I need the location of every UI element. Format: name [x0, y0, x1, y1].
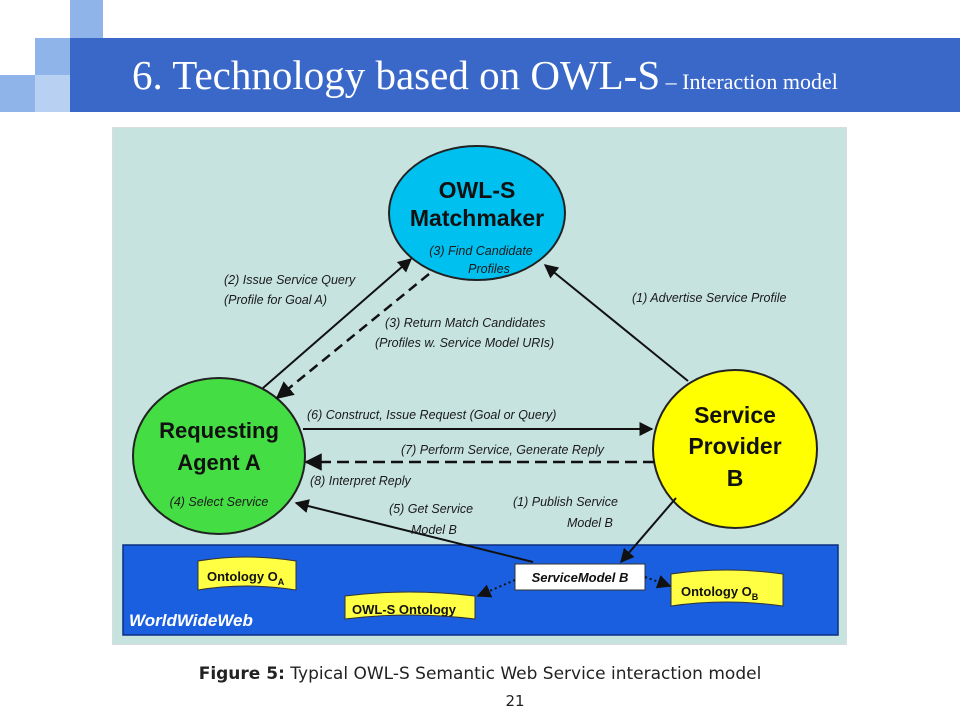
- slide-title-main: 6. Technology based on OWL-S: [132, 52, 661, 98]
- ontology-b-text: Ontology O: [681, 584, 752, 599]
- agent-name-2: Agent A: [177, 450, 261, 475]
- matchmaker-name-1: OWL-S: [439, 177, 516, 203]
- label-advertise: (1) Advertise Service Profile: [632, 291, 786, 305]
- ontology-a-text: Ontology O: [207, 569, 278, 584]
- label-issue-query-1: (2) Issue Service Query: [224, 273, 356, 287]
- label-get-model-2: Model B: [411, 523, 457, 537]
- service-provider-node: [652, 369, 818, 529]
- decor-square-1: [70, 0, 103, 38]
- ontology-b-doc: [670, 569, 784, 607]
- provider-name-3: B: [727, 465, 744, 491]
- label-construct-request: (6) Construct, Issue Request (Goal or Qu…: [307, 408, 556, 422]
- label-publish-1: (1) Publish Service: [513, 495, 618, 509]
- label-issue-query-2: (Profile for Goal A): [224, 293, 327, 307]
- arrow-publish-service-model: [620, 497, 677, 564]
- owls-ontology-label: OWL-S Ontology: [352, 602, 457, 617]
- ontology-a-label: Ontology OA: [207, 569, 285, 587]
- arrow-issue-query: [262, 258, 413, 389]
- arrow-return-candidates: [275, 273, 430, 400]
- interaction-diagram: WorldWideWeb Ontology OA OWL-S Ontology …: [112, 127, 847, 645]
- caption-text: Typical OWL-S Semantic Web Service inter…: [284, 664, 762, 684]
- slide-title: 6. Technology based on OWL-S – Interacti…: [132, 42, 838, 108]
- label-interpret-reply: (8) Interpret Reply: [310, 474, 411, 488]
- slide-title-sub: – Interaction model: [660, 69, 838, 94]
- label-perform-service: (7) Perform Service, Generate Reply: [401, 443, 605, 457]
- ontology-b-label: Ontology OB: [681, 584, 759, 602]
- matchmaker-name-2: Matchmaker: [410, 205, 544, 231]
- decor-square-2: [35, 38, 70, 75]
- diagram-canvas: WorldWideWeb Ontology OA OWL-S Ontology …: [122, 145, 839, 636]
- service-model-box: [514, 563, 646, 591]
- caption-label: Figure 5:: [198, 664, 285, 684]
- arrow-advertise: [543, 264, 689, 382]
- link-model-to-owls-ontology: [476, 579, 516, 598]
- figure-caption: Figure 5: Typical OWL-S Semantic Web Ser…: [0, 664, 960, 684]
- matchmaker-sub-1: (3) Find Candidate: [429, 244, 533, 258]
- decor-square-4: [0, 75, 35, 112]
- ontology-b-subscript: B: [752, 592, 759, 602]
- service-model-label: ServiceModel B: [532, 570, 629, 585]
- web-label: WorldWideWeb: [129, 611, 253, 630]
- decor-square-5: [35, 75, 70, 112]
- title-bar: [70, 38, 960, 112]
- ontology-a-subscript: A: [278, 577, 285, 587]
- label-publish-2: Model B: [567, 516, 613, 530]
- label-return-match-2: (Profiles w. Service Model URIs): [375, 336, 554, 350]
- agent-name-1: Requesting: [159, 418, 279, 443]
- ontology-a-doc: [197, 556, 297, 591]
- page-number: 21: [505, 692, 525, 710]
- provider-name-2: Provider: [688, 433, 781, 459]
- owls-ontology-doc: [344, 591, 476, 620]
- label-return-match-1: (3) Return Match Candidates: [385, 316, 546, 330]
- agent-sub: (4) Select Service: [170, 495, 269, 509]
- matchmaker-sub-2: Profiles: [468, 262, 510, 276]
- matchmaker-node: [388, 145, 566, 281]
- label-get-model-1: (5) Get Service: [389, 502, 473, 516]
- provider-name-1: Service: [694, 402, 776, 428]
- arrow-get-service-model: [294, 499, 534, 563]
